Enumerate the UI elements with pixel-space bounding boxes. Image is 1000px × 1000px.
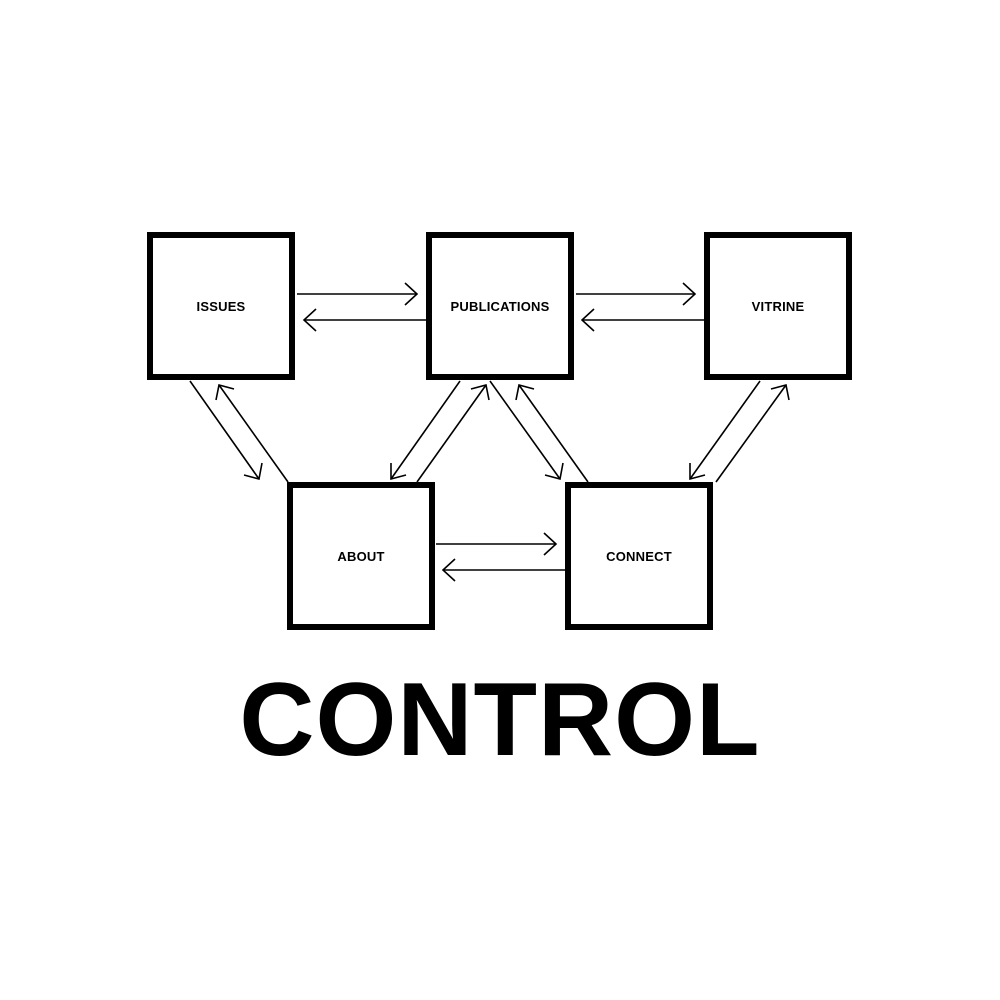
issues-node[interactable]: ISSUES <box>147 232 295 380</box>
arrow-about-to-issues <box>215 384 289 483</box>
arrow-issues-to-publications <box>297 282 419 306</box>
arrow-issues-to-about <box>189 380 263 480</box>
arrow-vitrine-to-connect <box>689 380 761 481</box>
arrow-publications-to-vitrine <box>576 282 697 306</box>
about-node[interactable]: ABOUT <box>287 482 435 630</box>
arrow-connect-to-about <box>441 558 565 582</box>
arrow-vitrine-to-publications <box>580 308 704 332</box>
vitrine-node[interactable]: VITRINE <box>704 232 852 380</box>
issues-label: ISSUES <box>196 298 246 314</box>
arrow-connect-to-vitrine <box>715 384 790 483</box>
arrow-about-to-publications <box>416 384 490 483</box>
connect-label: CONNECT <box>606 548 672 564</box>
arrow-publications-to-issues <box>302 308 426 332</box>
control-title: CONTROL <box>239 662 761 778</box>
arrow-publications-to-about <box>390 380 461 481</box>
vitrine-label: VITRINE <box>751 298 805 314</box>
connect-node[interactable]: CONNECT <box>565 482 713 630</box>
publications-label: PUBLICATIONS <box>450 298 550 314</box>
arrow-publications-to-connect <box>489 380 564 480</box>
publications-node[interactable]: PUBLICATIONS <box>426 232 574 380</box>
about-label: ABOUT <box>337 548 385 564</box>
arrow-connect-to-publications <box>515 384 589 483</box>
arrow-about-to-connect <box>436 532 558 556</box>
